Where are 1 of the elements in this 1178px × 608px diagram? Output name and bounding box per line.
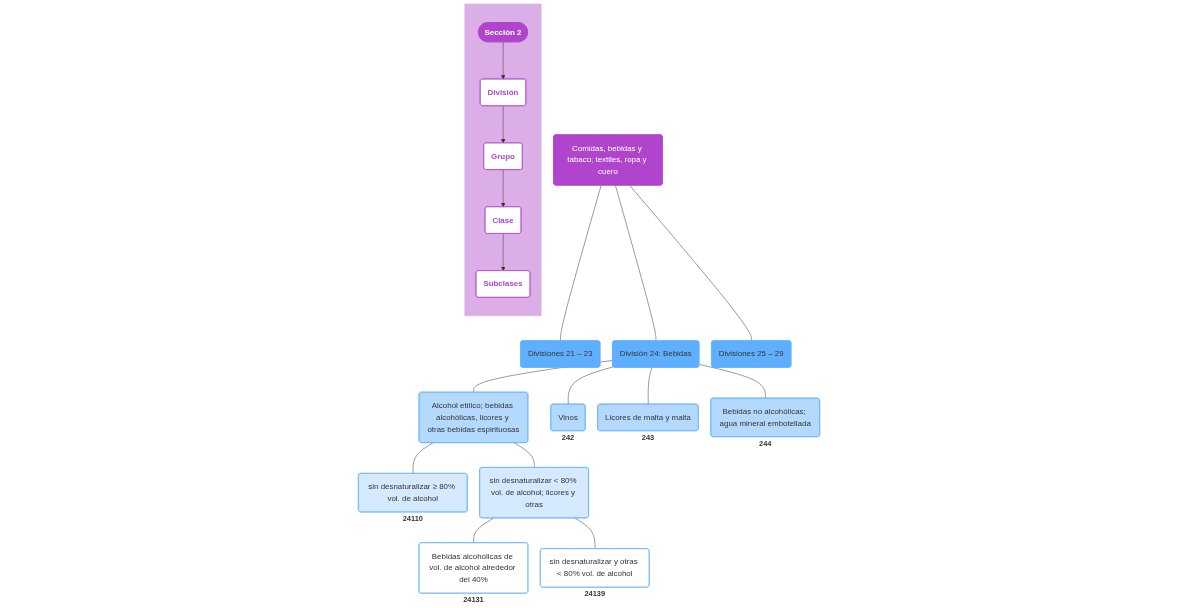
- cluster: [464, 3, 542, 317]
